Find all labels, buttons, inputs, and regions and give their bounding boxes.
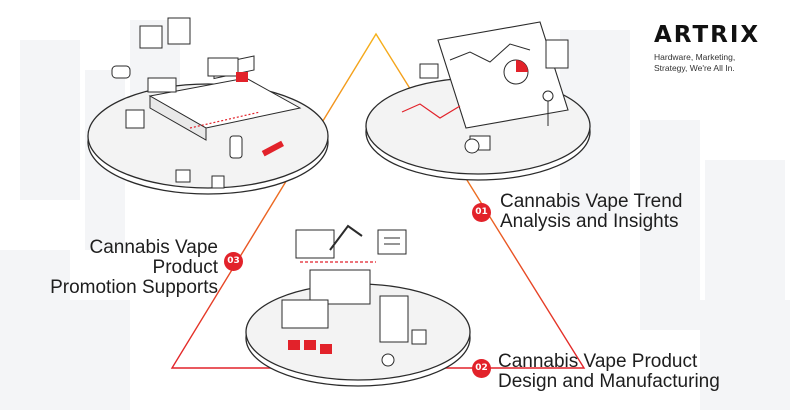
step-02-label: Cannabis Vape Product Design and Manufac… [498, 351, 720, 392]
brand-logo: ARTRIX [654, 22, 761, 48]
brand-tagline: Hardware, Marketing, Strategy, We're All… [654, 52, 736, 73]
analytics-dashboard-icon [365, 21, 591, 181]
factory-line-icon [245, 224, 471, 387]
background-skyline [0, 20, 790, 410]
brand-block: ARTRIX Hardware, Marketing, Strategy, We… [654, 22, 794, 74]
step-03-label: Cannabis Vape Product Promotion Supports [50, 237, 218, 298]
step-03-badge: 03 [224, 252, 243, 271]
design-workspace-icon [87, 17, 329, 195]
step-02-badge: 02 [472, 359, 491, 378]
step-01-label: Cannabis Vape Trend Analysis and Insight… [500, 191, 683, 232]
step-01-badge: 01 [472, 203, 491, 222]
